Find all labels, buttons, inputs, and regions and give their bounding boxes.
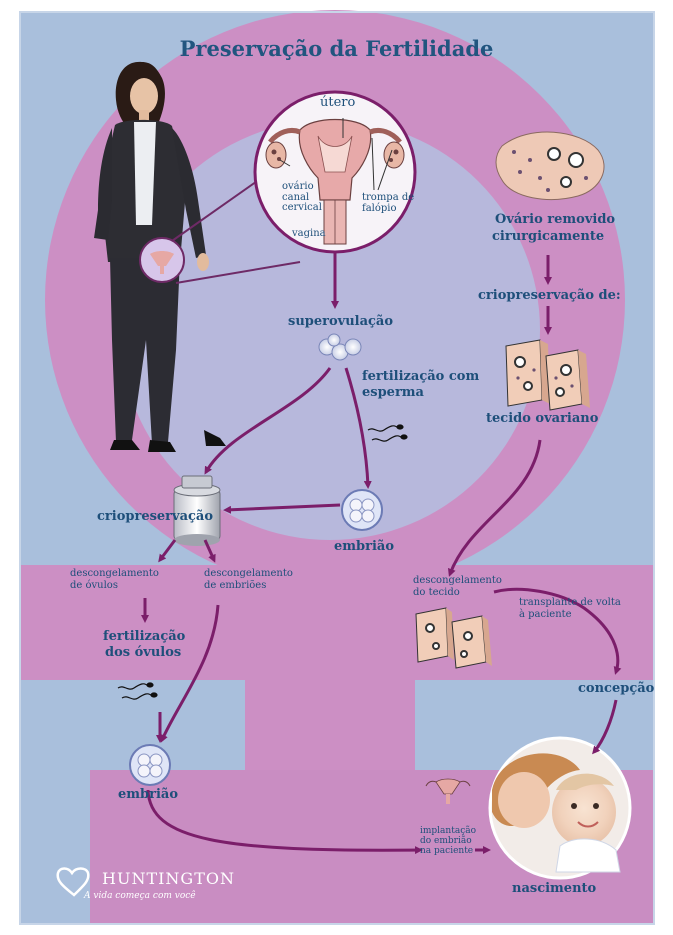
label-transplante-2: à paciente	[519, 609, 572, 620]
label-desc-tecido-1: descongelamento	[413, 575, 502, 586]
label-desc-ovulos-2: de óvulos	[70, 580, 118, 591]
label-criopreservacao: criopreservação	[97, 510, 213, 525]
label-concepcao: concepção	[578, 682, 654, 697]
label-desc-tecido-2: do tecido	[413, 587, 460, 598]
label-superovulacao: superovulação	[288, 315, 393, 330]
mother-baby-photo	[490, 738, 630, 878]
page-title: Preservação da Fertilidade	[0, 37, 673, 61]
label-trompa-1: trompa de	[362, 192, 414, 203]
anatomy-diagram	[255, 92, 415, 252]
label-fertilizacao-1: fertilização com	[362, 370, 479, 385]
label-fert-ovulos-1: fertilização	[103, 630, 185, 645]
label-criopreservacao-de: criopreservação de:	[478, 289, 621, 304]
label-implantacao-1: implantação	[420, 826, 476, 836]
label-ovario-removido-2: cirurgicamente	[492, 230, 604, 245]
label-fert-ovulos-2: dos óvulos	[105, 646, 181, 661]
label-ovario: ovário	[282, 181, 314, 192]
label-implantacao-2: do embrião	[420, 836, 472, 846]
ovarian-tissue-icon	[506, 340, 590, 410]
removed-ovary-icon	[496, 132, 604, 199]
label-desc-embrioes-1: descongelamento	[204, 568, 293, 579]
label-utero: útero	[320, 96, 355, 111]
label-trompa-2: falópio	[362, 203, 397, 214]
label-desc-ovulos-1: descongelamento	[70, 568, 159, 579]
embryo-bottom	[130, 745, 170, 785]
label-embriao-bottom: embrião	[118, 788, 178, 803]
label-desc-embrioes-2: de embriões	[204, 580, 266, 591]
label-implantacao-3: na paciente	[420, 846, 473, 856]
label-embriao-middle: embrião	[334, 540, 394, 555]
embryo-middle	[342, 490, 382, 530]
label-canal-2: cervical	[282, 202, 322, 213]
label-nascimento: nascimento	[512, 882, 596, 897]
brand-name: HUNTINGTON	[102, 869, 235, 888]
brand-slogan: A vida começa com você	[84, 891, 196, 901]
label-transplante-1: transplante de volta	[519, 597, 621, 608]
label-fertilizacao-2: esperma	[362, 386, 424, 401]
label-vagina: vagina	[292, 228, 326, 239]
label-tecido-ovariano: tecido ovariano	[486, 412, 598, 427]
label-ovario-removido-1: Ovário removido	[495, 213, 615, 228]
